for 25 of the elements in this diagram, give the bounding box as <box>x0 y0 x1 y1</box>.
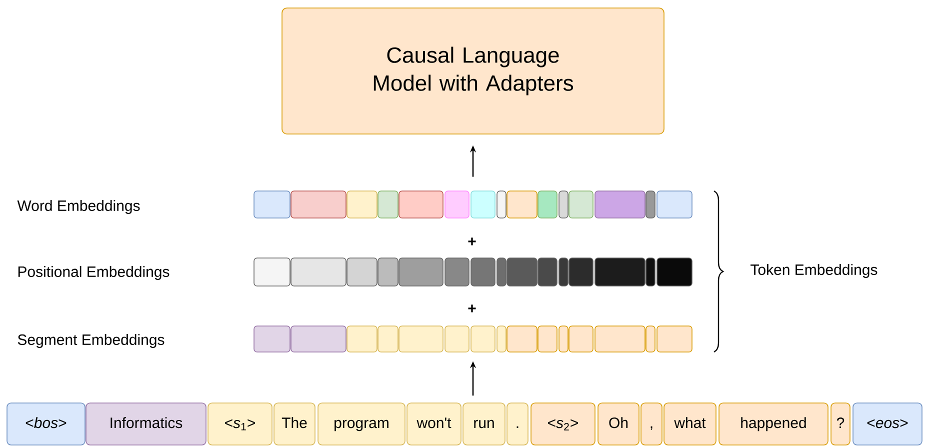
plus-sign: + <box>468 238 476 246</box>
token-box: , <box>640 402 662 446</box>
token-box: Oh <box>598 402 640 446</box>
token-box: program <box>318 402 406 446</box>
token-box: Informatics <box>86 402 206 446</box>
token-box: The <box>274 402 316 446</box>
embedding-bar <box>254 190 692 218</box>
token-box: won't <box>406 402 462 446</box>
token-box: <bos> <box>6 402 86 446</box>
token-box: <eos> <box>852 402 922 446</box>
token-box: ? <box>830 402 850 446</box>
token-box: <s$_{2}$> <box>530 402 596 446</box>
row-label: Word Embeddings <box>17 200 140 214</box>
row-label: Segment Embeddings <box>18 334 164 348</box>
embedding-bar <box>254 258 692 286</box>
token-box: what <box>664 402 716 446</box>
brace-label: Token Embeddings <box>750 264 878 278</box>
token-box: happened <box>718 402 828 446</box>
token-box: run <box>462 402 506 446</box>
model-box: Causal Language Model with Adapters <box>282 8 664 134</box>
token-box: <s$_{1}$> <box>208 402 272 446</box>
plus-sign: + <box>468 304 476 312</box>
token-box: . <box>506 402 528 446</box>
row-label: Positional Embeddings <box>18 266 170 280</box>
embedding-bar <box>254 326 692 352</box>
